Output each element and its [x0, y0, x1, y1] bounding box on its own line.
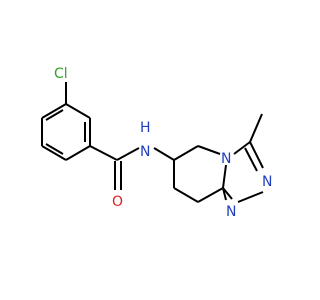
atom-h-amide: H: [140, 120, 151, 136]
triazole-ring: [222, 141, 264, 203]
bond-methyl: [249, 113, 263, 143]
bond: [249, 141, 264, 169]
double-bond-inner: [45, 109, 64, 121]
bond-double-inner: [244, 147, 258, 172]
atom-n-right: N: [262, 174, 272, 190]
atom-cl: Cl: [54, 66, 68, 82]
bond: [233, 141, 251, 155]
bond-c-n: [116, 147, 140, 161]
double-bond-inner: [45, 143, 64, 155]
bond-ring-carbonyl: [89, 145, 118, 161]
molecule-structure: Cl N H O N N N: [41, 66, 272, 220]
atom-o: O: [112, 194, 123, 210]
bond-n-ch: [153, 147, 175, 161]
atom-n-amide: N: [140, 144, 150, 160]
bond: [197, 187, 224, 203]
bond: [197, 145, 221, 155]
bond: [237, 191, 264, 203]
bond: [65, 145, 91, 161]
bond: [173, 145, 199, 161]
bond-double: [222, 187, 233, 200]
bond: [41, 103, 67, 119]
bond: [173, 187, 199, 203]
benzene-ring: [41, 103, 91, 161]
atom-n-bottom: N: [226, 204, 236, 220]
tetrahydro-ring: [173, 145, 227, 203]
bond: [65, 103, 91, 119]
bond: [222, 164, 227, 189]
bond: [41, 145, 67, 161]
atom-n-bridge: N: [221, 151, 231, 167]
